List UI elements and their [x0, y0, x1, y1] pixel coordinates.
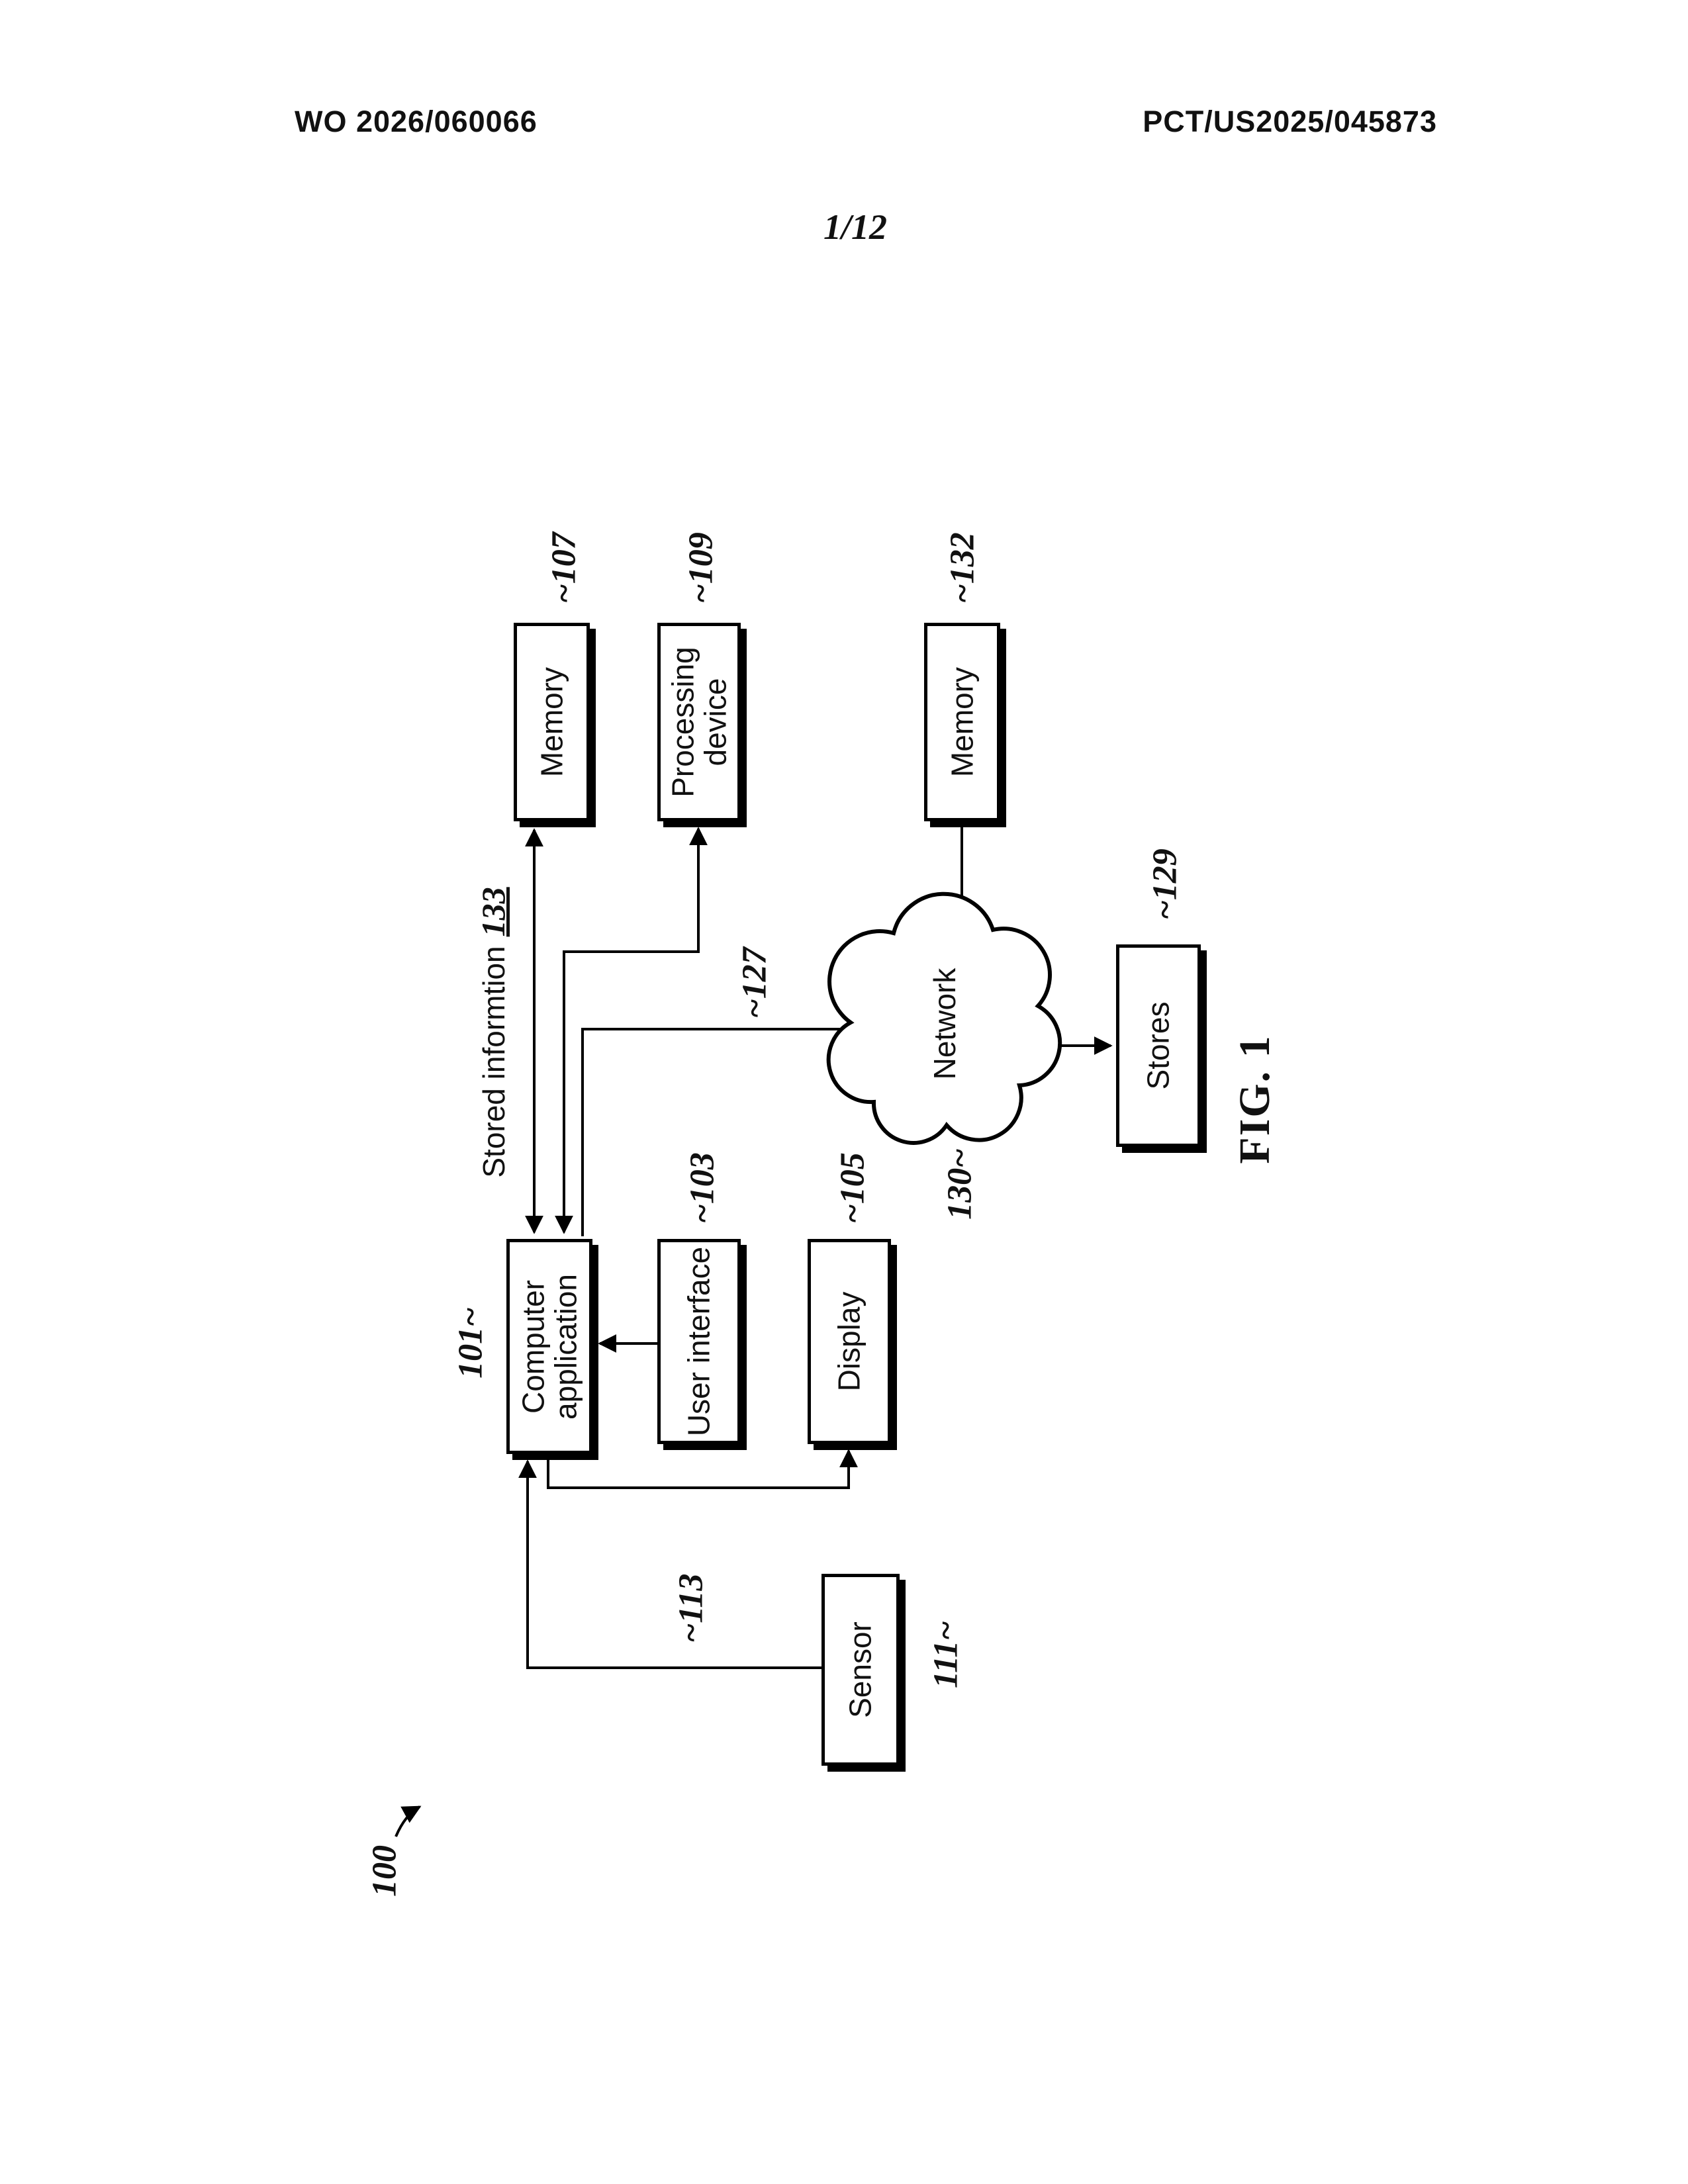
ref-109: ~109 [682, 532, 720, 604]
stored-information-annotation: Stored informtion 133 [474, 887, 512, 1177]
box-memory-132-label: Memory [945, 666, 980, 778]
network-cloud-label: Network [927, 968, 962, 1080]
ref-113: ~113 [672, 1573, 710, 1643]
box-stores-129-label: Stores [1141, 1001, 1176, 1090]
sheet-number: 1/12 [823, 207, 888, 247]
header-publication-number: WO 2026/060066 [295, 105, 538, 138]
box-memory-107: Memory [514, 623, 590, 821]
box-display-105: Display [808, 1239, 891, 1444]
ref-107: ~107 [545, 532, 583, 604]
box-user-interface-103: User interface [657, 1239, 741, 1444]
box-memory-107-label: Memory [534, 666, 569, 778]
box-memory-132: Memory [924, 623, 1000, 821]
ref-100: 100 [365, 1845, 404, 1897]
box-processing-device-109-label: Processing device [665, 647, 732, 797]
box-computer-application-101: Computer application [506, 1239, 592, 1454]
ref-130: 130~ [941, 1148, 979, 1220]
line-app-processing-bidirectional [555, 827, 708, 1234]
line-app-network-127 [581, 1028, 861, 1236]
box-user-interface-103-label: User interface [681, 1246, 716, 1437]
ref-132: ~132 [943, 532, 982, 604]
box-computer-application-101-label: Computer application [516, 1273, 583, 1420]
network-cloud [826, 891, 1062, 1145]
ref-101: 101~ [451, 1307, 490, 1379]
ref-100-arrow [395, 1805, 422, 1837]
ref-129: ~129 [1146, 848, 1184, 920]
header-application-number: PCT/US2025/045873 [1143, 105, 1437, 138]
ref-133: 133 [475, 887, 512, 937]
box-stores-129: Stores [1116, 944, 1201, 1147]
ref-103: ~103 [683, 1152, 722, 1224]
line-sensor-to-app-113 [518, 1459, 821, 1669]
ref-111: 111~ [927, 1621, 965, 1688]
stored-information-label: Stored informtion [477, 946, 511, 1178]
ref-127: ~127 [735, 947, 774, 1019]
box-processing-device-109: Processing device [657, 623, 741, 821]
ref-105: ~105 [833, 1152, 872, 1224]
line-app-to-display-arrow [547, 1449, 858, 1489]
box-sensor-111: Sensor [821, 1574, 900, 1766]
box-display-105-label: Display [831, 1291, 867, 1392]
figure-caption: FIG. 1 [1231, 1034, 1279, 1164]
box-sensor-111-label: Sensor [843, 1621, 878, 1718]
